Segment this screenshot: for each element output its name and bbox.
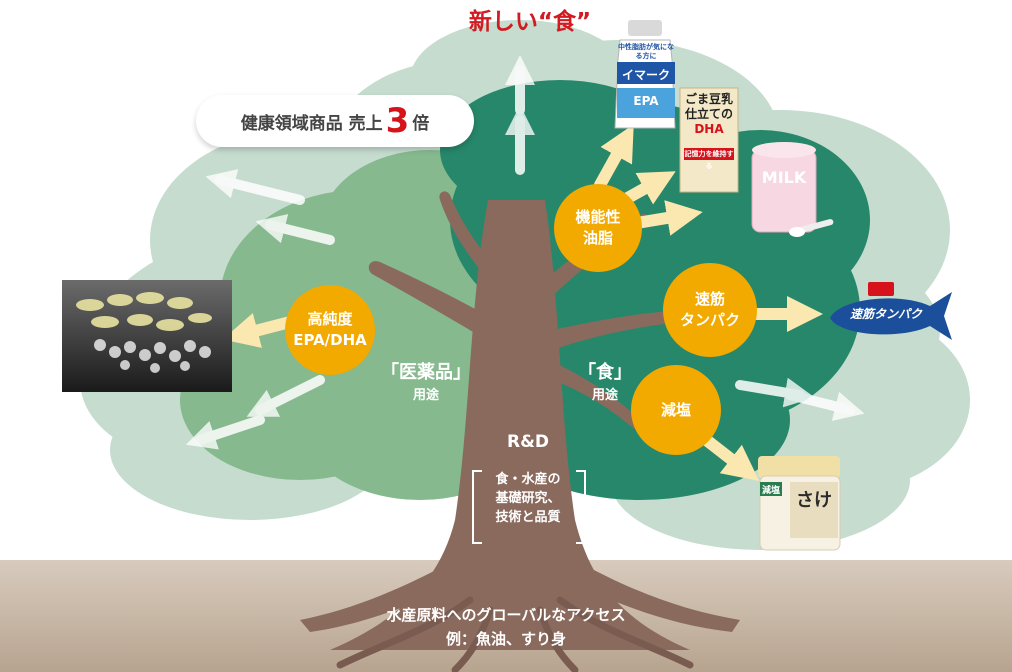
salmon-jar-image	[758, 456, 841, 551]
carton-small-text: 記憶力を維持する	[684, 150, 734, 170]
rd-line-1: 食・水産の	[495, 472, 561, 487]
rd-bracket-right	[576, 470, 586, 544]
carton-text: ごま豆乳 仕立ての DHA	[680, 92, 738, 137]
rd-title: R&D	[506, 432, 550, 452]
bottle-top-text: 中性脂肪が気になる方に	[618, 43, 674, 60]
circle-functional-oil: 機能性 油脂	[554, 184, 642, 272]
sales-badge: 健康領域商品 売上 3 倍	[196, 95, 474, 147]
ground-line-1: 水産原料へのグローバルなアクセス	[386, 606, 626, 624]
milk-label: MILK	[761, 168, 807, 187]
jar-label-2: さけ	[796, 490, 832, 511]
bottle-sub-text: EPA	[633, 94, 659, 108]
ground-line-2: 例：魚油、すり身	[445, 630, 566, 648]
orange-circles	[285, 184, 757, 455]
jar-label-1: 減塩	[761, 486, 780, 496]
food-use-title: 「食」	[578, 362, 632, 383]
white-arrows	[185, 55, 865, 450]
badge-number: 3	[385, 101, 410, 141]
circle-epa-dha: 高純度 EPA/DHA	[285, 285, 375, 375]
epa-dha-line1: 高純度	[307, 310, 353, 328]
epa-dha-line2: EPA/DHA	[293, 331, 367, 349]
bottle-brand-text: イマーク	[621, 68, 670, 82]
circle-salt: 減塩	[631, 365, 721, 455]
bottle-image	[614, 20, 676, 129]
rd-body: 食・水産の 基礎研究、 技術と品質	[470, 470, 586, 527]
capsules-image	[62, 280, 232, 392]
pharma-use-label: 「医薬品」 用途	[366, 358, 486, 403]
food-use-sub: 用途	[591, 388, 618, 403]
pharma-use-sub: 用途	[412, 388, 439, 403]
protein-logo-text: 速筋タンパク	[849, 307, 922, 321]
milk-can-image	[751, 142, 834, 237]
fish-logo	[830, 282, 952, 340]
carton-line-1: ごま豆乳	[684, 92, 733, 106]
functional-oil-line2: 油脂	[582, 229, 613, 247]
carton-image	[679, 87, 739, 193]
circle-protein: 速筋 タンパク	[663, 263, 757, 357]
protein-line2: タンパク	[679, 311, 740, 329]
protein-line1: 速筋	[694, 290, 725, 308]
badge-suffix: 倍	[412, 113, 430, 134]
tree-roots	[336, 596, 694, 672]
rd-line-3: 技術と品質	[495, 510, 561, 525]
rd-line-2: 基礎研究、	[495, 491, 561, 506]
carton-line-3: DHA	[694, 122, 724, 136]
carton-line-2: 仕立ての	[684, 107, 733, 121]
food-use-label: 「食」 用途	[560, 358, 650, 403]
pharma-use-title: 「医薬品」	[381, 362, 471, 383]
functional-oil-line1: 機能性	[575, 208, 621, 226]
salt-line1: 減塩	[660, 400, 691, 419]
rd-bracket-left	[472, 470, 482, 544]
diagram-title: 新しい“食”	[468, 9, 592, 35]
badge-prefix: 健康領域商品 売上	[240, 113, 383, 134]
